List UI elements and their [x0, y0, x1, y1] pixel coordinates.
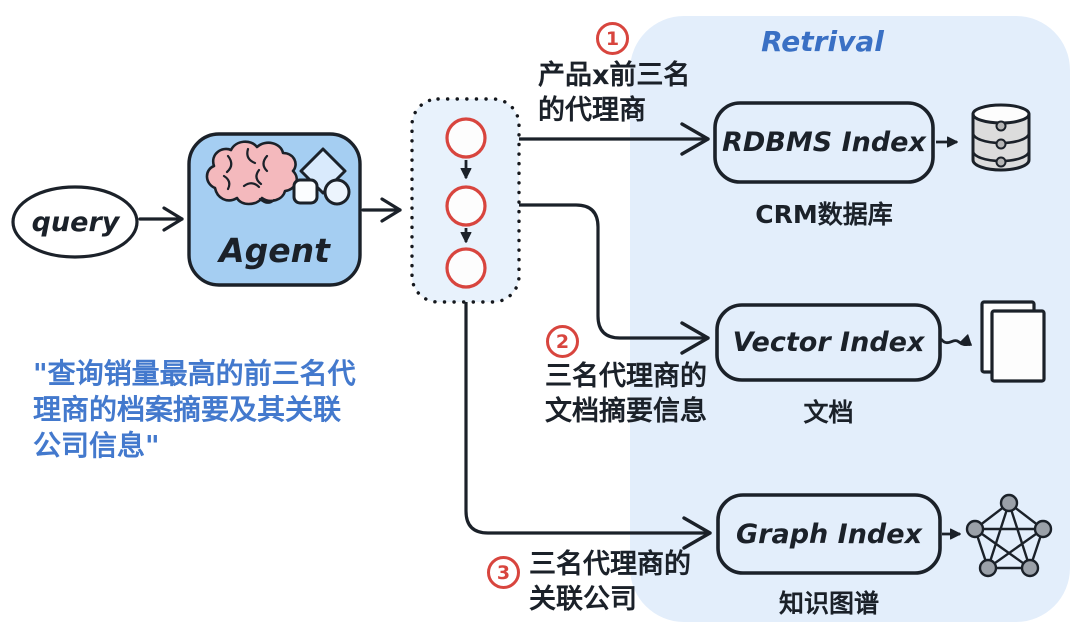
user-query-quote: "查询销量最高的前三名代 理商的档案摘要及其关联 公司信息" [33, 357, 356, 462]
rdbms-index-box [713, 101, 935, 184]
documents-icon [980, 300, 1046, 383]
step-3-number: 3 [496, 561, 511, 584]
vector-to-documents-arrow [939, 334, 972, 347]
graph-index-box [716, 493, 942, 575]
database-icon [971, 103, 1031, 172]
step-node-2 [445, 185, 487, 227]
brain-icon [205, 140, 298, 206]
step-3-label: 三名代理商的 关联公司 [529, 549, 691, 615]
graph-index-caption: 知识图谱 [778, 589, 879, 618]
step-2-badge: 2 [546, 325, 579, 358]
vector-index-caption: 文档 [803, 398, 854, 427]
step-1-badge: 1 [596, 22, 629, 55]
step-3-badge: 3 [487, 556, 520, 589]
step-2-label: 三名代理商的 文档摘要信息 [545, 361, 707, 427]
retrieval-panel [630, 16, 1070, 622]
square-shape-icon [292, 178, 319, 205]
rdbms-index-caption: CRM数据库 [755, 200, 893, 229]
rdbms-index-label: RDBMS Index [722, 127, 926, 158]
vector-index-label: Vector Index [732, 327, 925, 358]
graph-index-label: Graph Index [736, 518, 922, 550]
agent-label: Agent [219, 230, 330, 270]
step3-to-graph-arrow [464, 286, 712, 550]
step-1-number: 1 [605, 27, 620, 50]
retrieval-panel-title: Retrival [761, 25, 884, 58]
step-2-number: 2 [555, 330, 570, 353]
query-node-label: query [31, 206, 120, 238]
step2-to-vector-arrow [484, 203, 710, 355]
step-1-label: 产品x前三名 的代理商 [538, 60, 691, 126]
step-node-1 [445, 117, 487, 159]
circle-shape-icon [323, 178, 351, 206]
query-node [11, 185, 139, 259]
vector-index-box [715, 303, 942, 382]
agent-tools-icon [292, 147, 351, 206]
step-node-3 [445, 247, 487, 289]
knowledge-graph-icon [965, 493, 1053, 578]
